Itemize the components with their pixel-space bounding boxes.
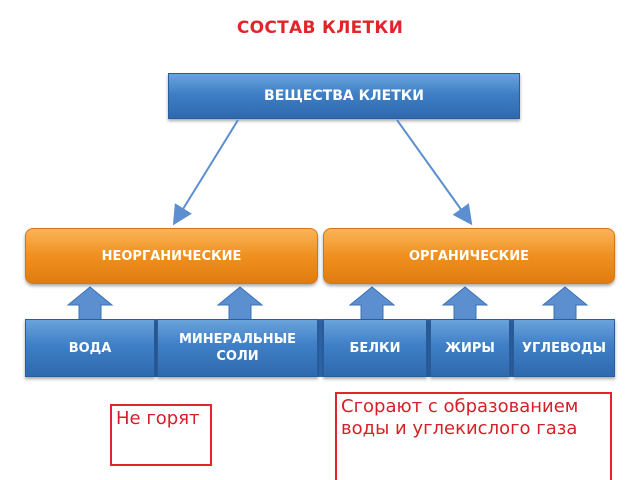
category-label-organic: ОРГАНИЧЕСКИЕ — [409, 248, 529, 264]
arrow-to-organic — [396, 119, 473, 226]
substance-box-fats: ЖИРЫ — [430, 319, 510, 377]
up-arrow-salts — [216, 286, 264, 321]
substance-label-carbs: УГЛЕВОДЫ — [522, 340, 606, 356]
substance-label-fats: ЖИРЫ — [445, 340, 495, 356]
substance-label-water: ВОДА — [68, 340, 112, 356]
category-box-organic: ОРГАНИЧЕСКИЕ — [323, 228, 615, 284]
up-arrow-fats — [441, 286, 489, 321]
root-box-label: ВЕЩЕСТВА КЛЕТКИ — [264, 87, 424, 104]
category-label-inorganic: НЕОРГАНИЧЕСКИЕ — [101, 248, 242, 264]
root-box-cell-substances: ВЕЩЕСТВА КЛЕТКИ — [168, 73, 520, 119]
substance-box-water: ВОДА — [25, 319, 155, 377]
substance-box-salts: МИНЕРАЛЬНЫЕ СОЛИ — [157, 319, 318, 377]
up-arrow-carbs — [541, 286, 589, 321]
page-title: СОСТАВ КЛЕТКИ — [236, 18, 404, 38]
note-organic: Сгорают с образованием воды и углекислог… — [335, 392, 612, 480]
up-arrow-water — [66, 286, 114, 321]
arrow-to-inorganic — [172, 119, 239, 226]
note-inorganic: Не горят — [110, 404, 212, 466]
substance-label-proteins: БЕЛКИ — [349, 340, 401, 356]
substance-box-proteins: БЕЛКИ — [323, 319, 427, 377]
note-organic-text: Сгорают с образованием воды и углекислог… — [341, 396, 579, 439]
substance-label-salts: МИНЕРАЛЬНЫЕ СОЛИ — [178, 332, 297, 364]
substance-box-carbs: УГЛЕВОДЫ — [513, 319, 615, 377]
up-arrow-proteins — [348, 286, 396, 321]
category-box-inorganic: НЕОРГАНИЧЕСКИЕ — [25, 228, 318, 284]
note-inorganic-text: Не горят — [116, 408, 200, 429]
